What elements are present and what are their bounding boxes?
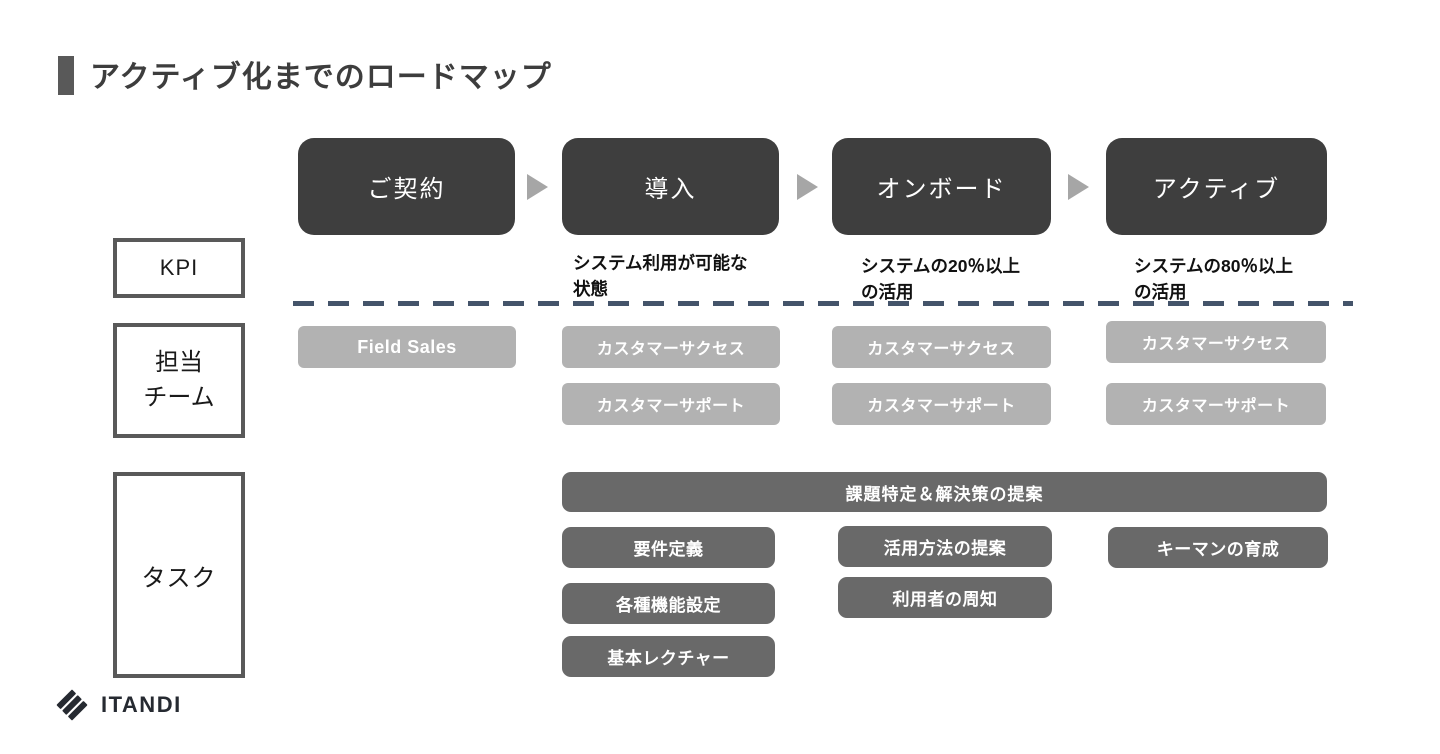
team-row-label-box: 担当 チーム [113, 323, 245, 438]
task-spanning-bar: 課題特定＆解決策の提案 [562, 472, 1327, 512]
stage-label: オンボード [876, 176, 1007, 203]
task-chip: 要件定義 [562, 527, 775, 568]
kpi-dashed-divider [293, 301, 1353, 306]
itandi-diamond-icon [55, 688, 89, 722]
page-title: アクティブ化までのロードマップ [90, 61, 552, 94]
team-chip: Field Sales [298, 326, 516, 368]
task-row-label-box: タスク [113, 472, 245, 678]
stage-box-contract: ご契約 [298, 138, 515, 235]
task-chip: キーマンの育成 [1108, 527, 1328, 568]
task-chip: 利用者の周知 [838, 577, 1052, 618]
task-chip: 活用方法の提案 [838, 526, 1052, 567]
flow-arrow-icon [1068, 174, 1089, 200]
stage-label: 導入 [644, 176, 697, 203]
task-chip: 基本レクチャー [562, 636, 775, 677]
stage-box-implementation: 導入 [562, 138, 779, 235]
task-chip: 各種機能設定 [562, 583, 775, 624]
team-chip: カスタマーサクセス [562, 326, 780, 368]
team-chip: カスタマーサポート [832, 383, 1051, 425]
team-chip: カスタマーサポート [562, 383, 780, 425]
stage-box-onboard: オンボード [832, 138, 1051, 235]
kpi-row-label-box: KPI [113, 238, 245, 298]
itandi-logo: ITANDI [55, 688, 182, 722]
kpi-item: システムの20％以上の活用 [861, 256, 1020, 303]
stage-box-active: アクティブ [1106, 138, 1327, 235]
kpi-item: システムの80％以上の活用 [1134, 256, 1293, 303]
stage-label: アクティブ [1152, 176, 1281, 203]
title-accent-bar [58, 56, 74, 95]
itandi-wordmark: ITANDI [101, 692, 182, 717]
stage-label: ご契約 [367, 176, 446, 203]
flow-arrow-icon [797, 174, 818, 200]
team-chip: カスタマーサクセス [1106, 321, 1326, 363]
team-chip: カスタマーサクセス [832, 326, 1051, 368]
kpi-item: システム利用が可能な状態 [573, 253, 748, 300]
team-chip: カスタマーサポート [1106, 383, 1326, 425]
flow-arrow-icon [527, 174, 548, 200]
